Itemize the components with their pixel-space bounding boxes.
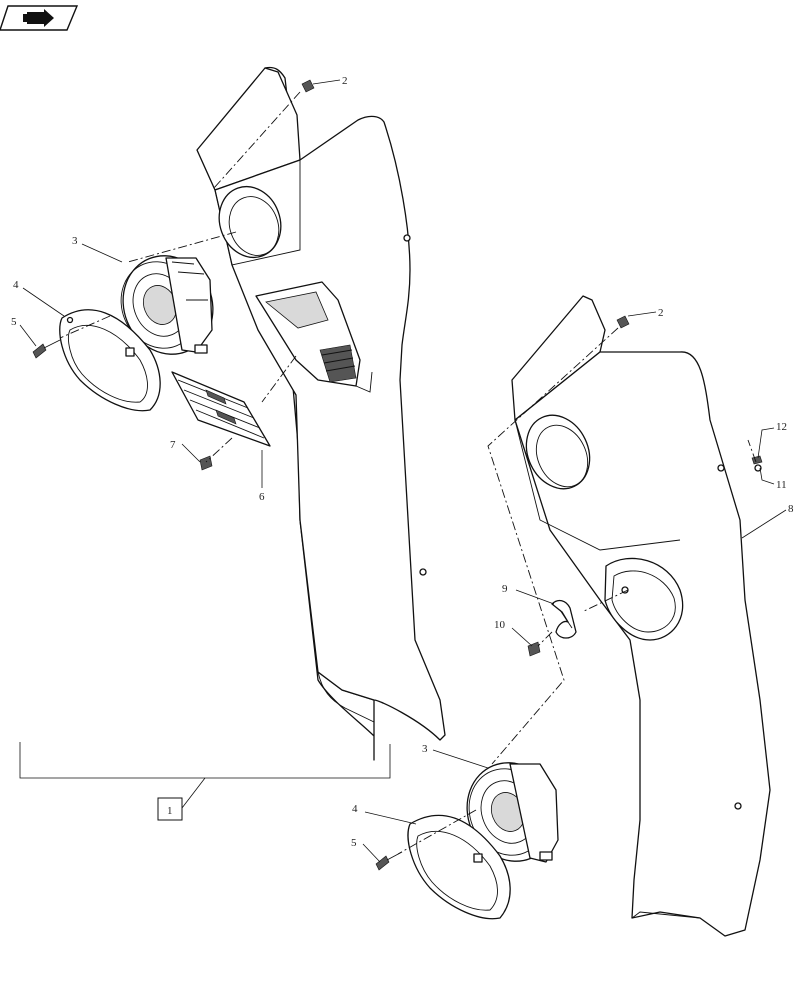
left-speaker [120, 255, 214, 355]
callout-assembly-1: 1 [167, 805, 173, 817]
right-speaker-grille [407, 814, 511, 920]
callout-leaders [19, 79, 787, 863]
callout-right-9: 9 [502, 583, 508, 595]
callout-right-8: 8 [788, 503, 794, 515]
right-speaker [466, 762, 559, 863]
callout-right-11: 11 [776, 479, 787, 491]
left-pillar-trim [196, 66, 446, 761]
assembly-leader [181, 777, 206, 809]
callout-right-2: 2 [658, 307, 664, 319]
callout-left-4: 4 [13, 279, 19, 291]
left-screw [32, 339, 61, 359]
callout-right-10: 10 [494, 619, 506, 631]
callout-labels: 2 3 4 5 6 7 1 2 12 11 8 9 10 3 4 5 [11, 75, 794, 849]
left-clip [301, 79, 315, 93]
callout-left-5: 5 [11, 316, 17, 328]
callout-left-6: 6 [259, 491, 265, 503]
right-pillar-trim [511, 295, 771, 937]
vent-grille [171, 371, 271, 447]
right-clip [616, 315, 630, 329]
callout-right-5: 5 [351, 837, 357, 849]
callout-right-12: 12 [776, 421, 787, 433]
callout-assembly-1-box: 1 [157, 797, 183, 821]
callout-left-7: 7 [170, 439, 176, 451]
callout-right-3: 3 [422, 743, 428, 755]
assembly-bracket [19, 742, 391, 779]
right-screw [375, 851, 403, 871]
callout-right-4: 4 [352, 803, 358, 815]
assembly-centerlines [59, 91, 757, 855]
page-navigation-arrow-icon[interactable] [0, 5, 79, 31]
left-fastener [199, 455, 213, 471]
left-speaker-grille [59, 309, 161, 412]
callout-left-3: 3 [72, 235, 78, 247]
bracket [551, 599, 577, 639]
callout-left-2: 2 [342, 75, 348, 87]
